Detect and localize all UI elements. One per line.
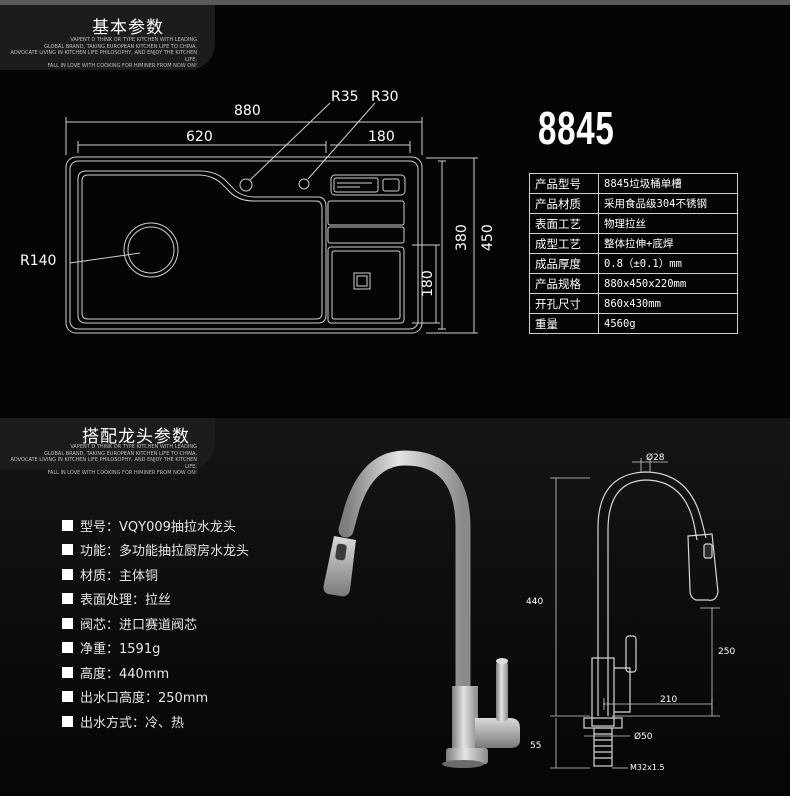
dim-180-top: 180 (368, 129, 395, 145)
faucet-spec-text: 高度：440mm (80, 666, 170, 682)
bullet-square-icon (62, 642, 73, 654)
faucet-dim-210: 210 (660, 695, 677, 705)
faucet-spec-text: 型号：VQY009抽拉水龙头 (80, 519, 236, 535)
spec-value: 4560g (598, 313, 738, 334)
faucet-spec-text: 阀芯：进口赛道阀芯 (80, 617, 198, 633)
section-title: 基本参数 (92, 18, 164, 38)
spec-key: 产品型号 (529, 173, 599, 194)
spec-value: 采用食品级304不锈钢 (598, 193, 738, 214)
section-header-tab: 搭配龙头参数 VAPENT D THINK OR TYPE KITCHEN WI… (0, 418, 215, 476)
bullet-square-icon (62, 666, 73, 678)
bullet-square-icon (62, 568, 73, 580)
dim-r140: R140 (20, 253, 56, 269)
faucet-photo: Ø28 440 250 210 55 Ø50 M32x1.5 (323, 450, 735, 772)
faucet-spec-text: 出水方式：冷、热 (80, 715, 185, 731)
dim-180-side: 180 (420, 270, 436, 297)
bullet-square-icon (62, 544, 73, 556)
faucet-spec-item: 阀芯：进口赛道阀芯 (62, 611, 249, 636)
faucet-spec-item: 功能：多功能抽拉厨房水龙头 (62, 538, 249, 563)
faucet-spec-item: 高度：440mm (62, 660, 249, 685)
bullet-square-icon (62, 715, 73, 727)
spec-key: 成型工艺 (529, 233, 599, 254)
faucet-spec-item: 净重：1591g (62, 636, 249, 661)
spec-value: 8845垃圾桶单槽 (598, 173, 738, 194)
faucet-spec-text: 净重：1591g (80, 642, 161, 658)
spec-value: 整体拉伸+底焊 (598, 233, 738, 254)
sink-drawing: 880 620 180 R35 R30 R140 380 450 180 (20, 89, 496, 334)
spec-key: 开孔尺寸 (529, 293, 599, 314)
dim-r35: R35 (331, 89, 359, 105)
model-number: 8845 (538, 102, 615, 154)
faucet-params-section: 搭配龙头参数 VAPENT D THINK OR TYPE KITCHEN WI… (0, 418, 790, 796)
spec-key: 产品规格 (529, 273, 599, 294)
spec-row: 表面工艺物理拉丝 (529, 213, 738, 234)
faucet-dim-55: 55 (530, 741, 541, 751)
faucet-spec-item: 出水方式：冷、热 (62, 709, 249, 734)
basic-params-section: 基本参数 VAPENT D THINK OR TYPE KITCHEN WITH… (0, 5, 790, 417)
faucet-spec-item: 型号：VQY009抽拉水龙头 (62, 513, 249, 538)
spec-value: 0.8（±0.1）mm (598, 253, 738, 274)
section-subtitle-text: VAPENT D THINK OR TYPE KITCHEN WITH LEAD… (10, 37, 198, 69)
spec-key: 重量 (529, 313, 599, 334)
spec-value: 物理拉丝 (598, 213, 738, 234)
faucet-spec-item: 出水口高度：250mm (62, 685, 249, 710)
dim-r30: R30 (371, 89, 399, 105)
bullet-square-icon (62, 691, 73, 703)
faucet-dim-m32: M32x1.5 (630, 763, 665, 772)
faucet-dim-440: 440 (526, 597, 543, 607)
faucet-spec-text: 材质：主体铜 (80, 568, 159, 584)
spec-key: 成品厚度 (529, 253, 599, 274)
faucet-spec-item: 材质：主体铜 (62, 562, 249, 587)
section-header-tab: 基本参数 VAPENT D THINK OR TYPE KITCHEN WITH… (0, 5, 215, 70)
section-subtitle-text: VAPENT D THINK OR TYPE KITCHEN WITH LEAD… (10, 444, 198, 476)
spec-value: 860x430mm (598, 293, 738, 314)
faucet-spec-text: 表面处理：拉丝 (80, 593, 172, 609)
spec-key: 表面工艺 (529, 213, 599, 234)
bullet-square-icon (62, 593, 73, 605)
spec-row: 产品材质采用食品级304不锈钢 (529, 193, 738, 214)
dim-880: 880 (234, 103, 261, 119)
spec-value: 880x450x220mm (598, 273, 738, 294)
spec-row: 成型工艺整体拉伸+底焊 (529, 233, 738, 254)
faucet-spec-item: 表面处理：拉丝 (62, 587, 249, 612)
bullet-square-icon (62, 519, 73, 531)
faucet-dim-d28: Ø28 (646, 452, 665, 463)
top-bar (0, 0, 790, 5)
dim-620: 620 (186, 129, 213, 145)
bullet-square-icon (62, 617, 73, 629)
dim-380: 380 (454, 224, 470, 251)
dim-450: 450 (480, 224, 496, 251)
faucet-spec-text: 功能：多功能抽拉厨房水龙头 (80, 544, 250, 560)
faucet-dim-250: 250 (718, 647, 735, 657)
faucet-dim-d50: Ø50 (634, 731, 653, 742)
faucet-spec-text: 出水口高度：250mm (80, 691, 209, 707)
section-title: 搭配龙头参数 (82, 427, 190, 447)
spec-key: 产品材质 (529, 193, 599, 214)
faucet-spec-list: 型号：VQY009抽拉水龙头功能：多功能抽拉厨房水龙头材质：主体铜表面处理：拉丝… (62, 513, 249, 734)
